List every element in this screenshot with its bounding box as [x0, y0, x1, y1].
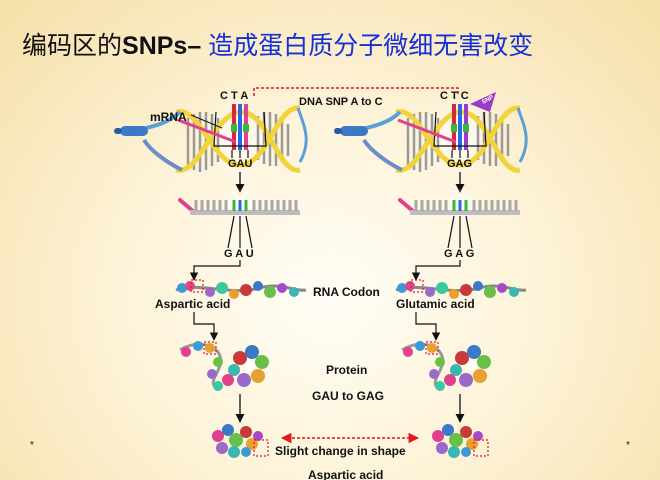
- left-top-bases: C T A: [220, 90, 249, 102]
- gau-to-gag-label: GAU to GAG: [312, 389, 384, 403]
- right-mrna-strand: [398, 188, 520, 249]
- snp-marker-icon: SNP: [470, 92, 496, 112]
- right-folding-protein: [401, 341, 491, 391]
- title-part-chinese: 编码区的: [22, 32, 123, 60]
- dna-snp-label: DNA SNP A to C: [299, 96, 383, 108]
- right-amino-chain: [395, 279, 527, 299]
- left-dna-helix: [114, 96, 308, 180]
- mrna-label: mRNA: [150, 110, 187, 124]
- left-codon: G A U: [224, 248, 254, 260]
- slide-title: 编码区的SNPs– 造成蛋白质分子微细无害改变: [22, 30, 533, 62]
- right-amino-acid-label: Glutamic acid: [396, 297, 475, 311]
- left-folding-protein: [179, 341, 269, 391]
- right-helix-codon: GAG: [447, 158, 473, 170]
- rna-codon-label: RNA Codon: [313, 285, 380, 299]
- arrow-right-codon-to-chain: [411, 260, 461, 281]
- arrow-right-chain-to-folding: [415, 312, 441, 341]
- protein-label: Protein: [326, 363, 368, 377]
- right-dna-helix: SNP: [334, 92, 528, 180]
- snp-tag: SNP: [481, 95, 495, 106]
- right-top-bases: C T C: [440, 90, 469, 102]
- title-part-subtitle: 造成蛋白质分子微细无害改变: [208, 32, 534, 60]
- right-codon: G A G: [444, 248, 475, 260]
- left-mrna-strand: [178, 188, 300, 249]
- mrna-pointer: [190, 114, 223, 129]
- bottom-amino-acid-label: Aspartic acid: [308, 468, 384, 480]
- slight-change-label: Slight change in shape: [275, 444, 406, 458]
- left-amino-chain: [175, 279, 307, 299]
- footnote-star-right: *: [626, 440, 630, 451]
- left-amino-acid-label: Aspartic acid: [155, 297, 231, 311]
- arrow-left-chain-to-folding: [193, 312, 219, 341]
- title-part-snps: SNPs–: [122, 32, 202, 60]
- snp-connector-line: [253, 87, 459, 96]
- footnote-star-left: *: [30, 440, 34, 451]
- left-helix-codon: GAU: [228, 158, 253, 170]
- left-folded-protein: [212, 424, 269, 458]
- arrow-left-codon-to-chain: [189, 260, 241, 281]
- right-folded-protein: [432, 424, 489, 458]
